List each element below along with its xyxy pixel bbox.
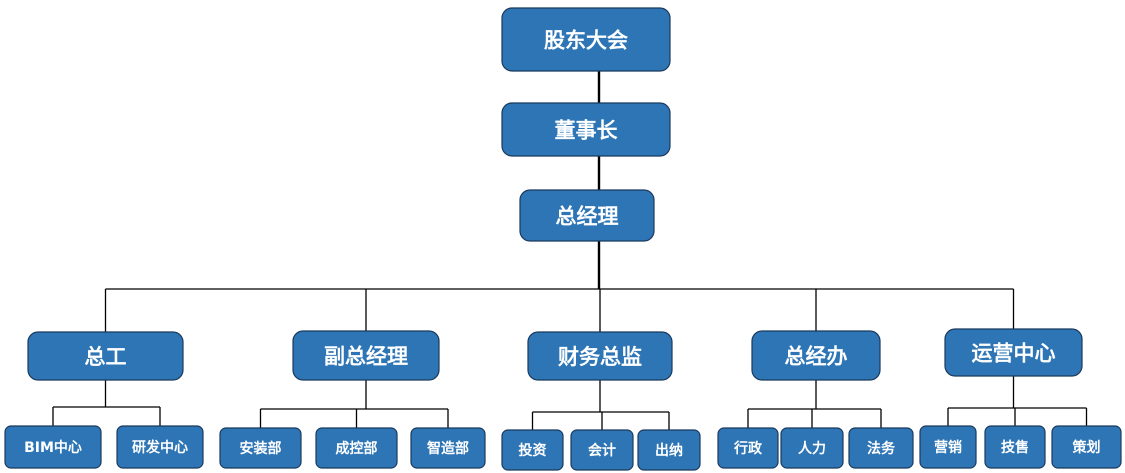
node-unit: 会计 [570,429,634,471]
node-unit: 策划 [1051,425,1122,469]
node-unit-box [315,427,398,469]
node-unit-box [717,427,779,469]
node-operations-center: 运营中心 [944,328,1083,377]
node-deputy-gm-box [292,330,440,381]
node-chairman: 董事长 [501,102,671,157]
node-shareholders-meeting-label: 股东大会 [544,29,628,53]
node-chairman-box [501,102,671,157]
node-unit-label: 研发中心 [132,439,188,456]
node-unit-label: 法务 [867,440,896,457]
node-chief-engineer-box [27,331,184,381]
node-operations-center-box [944,328,1083,377]
node-unit-label: 会计 [588,442,616,459]
node-unit-label: 营销 [934,439,962,456]
node-unit: BIM中心 [4,425,102,469]
node-shareholders-meeting-box [501,7,671,72]
node-chief-engineer: 总工 [27,331,184,381]
node-unit-box [116,425,204,469]
node-unit-box [570,429,634,471]
node-unit-label: 人力 [798,440,826,457]
node-shareholders-meeting: 股东大会 [501,7,671,72]
node-unit-box [1051,425,1122,469]
node-unit-box [984,425,1046,469]
node-unit: 出纳 [637,429,701,471]
node-cfo-label: 财务总监 [558,345,642,369]
node-unit-label: 智造部 [426,440,469,457]
node-unit: 法务 [848,427,914,469]
node-unit-label: 成控部 [336,440,378,457]
node-unit-label: BIM中心 [24,439,82,456]
node-unit: 研发中心 [116,425,204,469]
node-unit: 行政 [717,427,779,469]
node-unit: 成控部 [315,427,398,469]
node-chairman-label: 董事长 [555,119,619,143]
node-unit: 安装部 [219,427,302,469]
node-cfo: 财务总监 [527,331,673,381]
node-unit-box [848,427,914,469]
node-unit: 技售 [984,425,1046,469]
node-deputy-gm: 副总经理 [292,330,440,381]
node-general-manager-box [519,189,655,242]
node-unit-label: 策划 [1072,439,1101,456]
node-unit-label: 技售 [1001,439,1029,456]
node-unit-box [637,429,701,471]
node-gm-office-label: 总经办 [785,345,848,369]
node-cfo-box [527,331,673,381]
node-unit-box [4,425,102,469]
node-chief-engineer-label: 总工 [85,345,127,369]
node-unit-box [501,429,564,471]
node-unit-box [219,427,302,469]
node-operations-center-label: 运营中心 [972,342,1056,366]
node-unit-box [780,427,844,469]
node-deputy-gm-label: 副总经理 [324,345,408,369]
node-gm-office: 总经办 [751,330,881,381]
node-unit-label: 投资 [519,442,547,459]
node-unit-box [410,427,486,469]
node-unit: 人力 [780,427,844,469]
node-unit-label: 行政 [733,440,763,457]
node-unit-label: 出纳 [655,442,683,459]
node-unit: 营销 [919,425,977,469]
node-unit: 投资 [501,429,564,471]
node-general-manager-label: 总经理 [556,205,619,229]
node-unit: 智造部 [410,427,486,469]
node-unit-box [919,425,977,469]
node-gm-office-box [751,330,881,381]
connector-lines [52,71,1088,430]
node-unit-label: 安装部 [240,440,282,457]
node-general-manager: 总经理 [519,189,655,242]
